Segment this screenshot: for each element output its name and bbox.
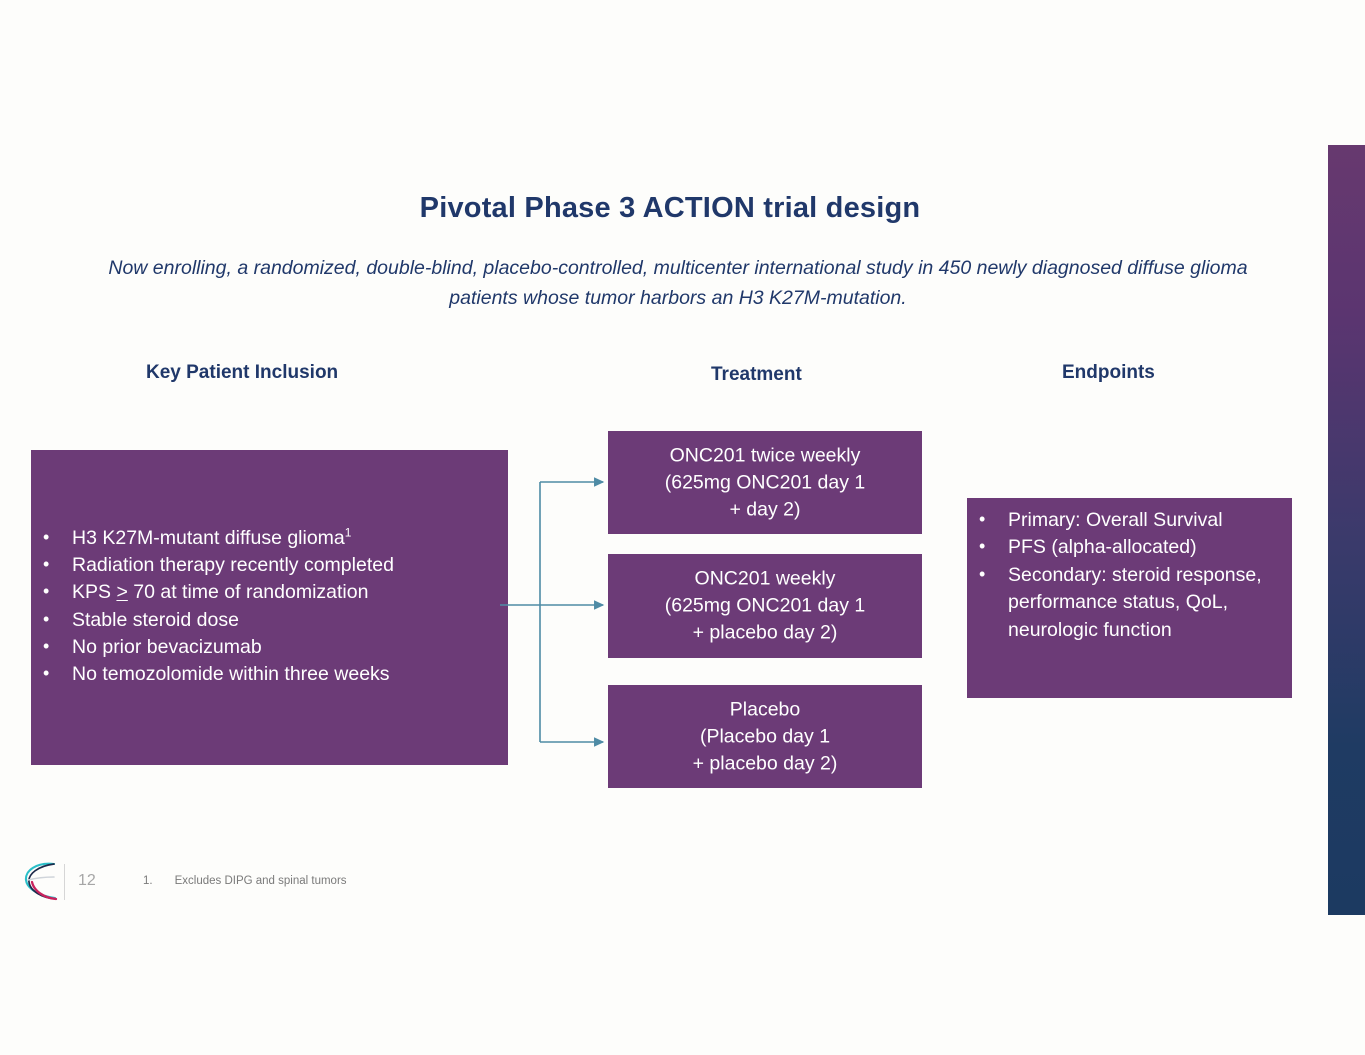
treatment-arm-1-line-2: (625mg ONC201 day 1 [664, 471, 866, 493]
treatment-arm-box-3: Placebo (Placebo day 1 + placebo day 2) [608, 685, 922, 788]
page-subtitle: Now enrolling, a randomized, double-blin… [108, 257, 1248, 309]
treatment-arm-box-2: ONC201 weekly (625mg ONC201 day 1 + plac… [608, 554, 922, 658]
column-header-key-patient-inclusion: Key Patient Inclusion [146, 362, 339, 383]
kps-suffix: 70 at time of randomization [127, 581, 369, 604]
treatment-arm-1-text: ONC201 twice weekly (625mg ONC201 day 1 … [608, 442, 922, 523]
inclusion-bullet-1-text: H3 K27M-mutant diffuse glioma [72, 527, 345, 549]
list-item: H3 K27M-mutant diffuse glioma1 [31, 524, 491, 552]
treatment-arm-2-line-2: (625mg ONC201 day 1 [664, 594, 866, 617]
treatment-arm-2-text: ONC201 weekly (625mg ONC201 day 1 + plac… [608, 566, 922, 647]
treatment-arm-1-line-1: ONC201 twice weekly [669, 444, 861, 466]
treatment-arm-2-line-3: + placebo day 2) [692, 621, 838, 644]
list-item: Radiation therapy recently completed [31, 551, 491, 579]
footer-divider [64, 864, 65, 900]
inclusion-criteria-list: H3 K27M-mutant diffuse glioma1 Radiation… [31, 524, 491, 688]
treatment-arm-3-line-1: Placebo [729, 698, 801, 720]
footnote-marker: 1 [344, 525, 352, 540]
kps-prefix: KPS [72, 581, 117, 604]
page-number: 12 [78, 872, 96, 889]
list-item: KPS > 70 at time of randomization [31, 578, 491, 606]
endpoints-list: Primary: Overall Survival PFS (alpha-all… [967, 506, 1287, 644]
footnote-number: 1. [143, 875, 153, 887]
greater-than-or-equal-symbol: > [116, 581, 128, 604]
treatment-arm-1-line-3: + day 2) [729, 498, 801, 520]
right-edge-gradient-bar [1328, 145, 1365, 915]
column-header-treatment: Treatment [711, 364, 802, 385]
treatment-arm-3-text: Placebo (Placebo day 1 + placebo day 2) [608, 696, 922, 777]
list-item: Secondary: steroid response, performance… [967, 561, 1287, 644]
footnote: 1. Excludes DIPG and spinal tumors [143, 875, 347, 887]
list-item: Stable steroid dose [31, 606, 491, 634]
column-header-endpoints: Endpoints [1062, 362, 1155, 383]
treatment-arm-3-line-3: + placebo day 2) [692, 752, 838, 774]
list-item: PFS (alpha-allocated) [967, 533, 1287, 561]
footnote-text: Excludes DIPG and spinal tumors [174, 875, 347, 887]
list-item: No prior bevacizumab [31, 633, 491, 661]
randomization-connector-arrows [500, 477, 605, 747]
list-item: Primary: Overall Survival [967, 506, 1287, 534]
treatment-arm-3-line-2: (Placebo day 1 [699, 725, 831, 747]
list-item: No temozolomide within three weeks [31, 660, 491, 688]
treatment-arm-box-1: ONC201 twice weekly (625mg ONC201 day 1 … [608, 431, 922, 534]
treatment-arm-2-line-1: ONC201 weekly [694, 567, 836, 590]
page-title: Pivotal Phase 3 ACTION trial design [419, 192, 921, 224]
company-ribbon-logo-icon [24, 862, 58, 901]
